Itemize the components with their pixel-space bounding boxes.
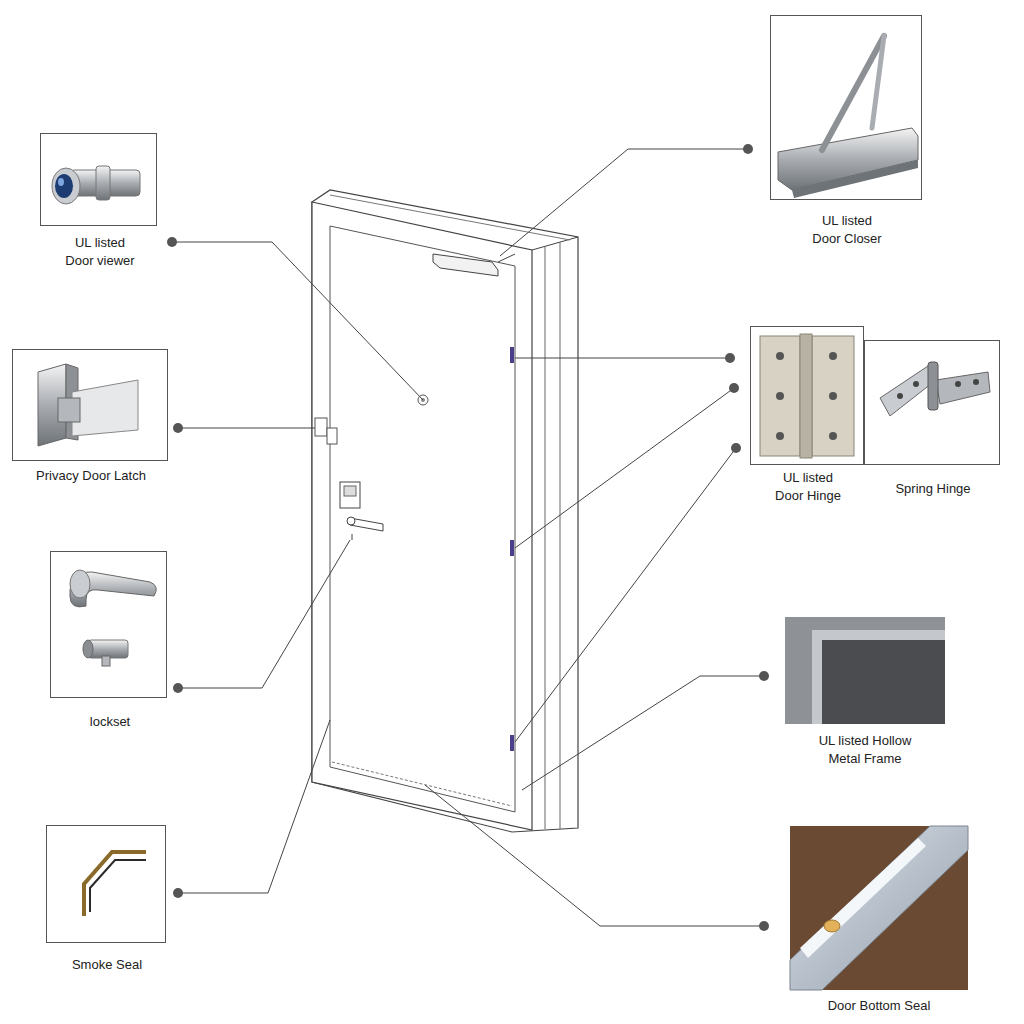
- frame-photo-profile: [785, 617, 945, 724]
- leader-line: [515, 388, 734, 548]
- part-callout: UL listed Hollow Metal Frame: [785, 617, 945, 724]
- privacy-latch: [327, 428, 337, 444]
- handle-rose: [347, 517, 355, 525]
- frame-photo-edge: [812, 630, 945, 724]
- key-cylinder: [352, 534, 353, 540]
- frame-edge: [532, 237, 578, 250]
- part-label: UL listed Hollow Metal Frame: [795, 732, 935, 768]
- screw-hole: [776, 432, 784, 440]
- latch-bar: [72, 380, 138, 436]
- part-callout: UL listed Door viewer: [40, 133, 157, 226]
- viewer-lens: [55, 174, 73, 198]
- viewer-flange: [52, 168, 80, 204]
- screw-hole: [776, 392, 784, 400]
- part-callout: Smoke Seal: [46, 825, 166, 943]
- spring-hinge-barrel: [928, 362, 938, 410]
- cylinder-cam: [102, 656, 110, 666]
- leader-dot: [725, 353, 735, 363]
- frame-edge: [330, 195, 570, 240]
- viewer-glint: [58, 178, 64, 186]
- door-leaf: [330, 226, 515, 812]
- hinge: [510, 540, 514, 556]
- leader-dot: [729, 383, 739, 393]
- screw-hole: [829, 392, 837, 400]
- screw-hole: [913, 381, 919, 387]
- leader-dot: [167, 237, 177, 247]
- part-callout: Privacy Door Latch: [12, 349, 168, 461]
- screw-hole: [829, 432, 837, 440]
- smoke-seal-profile: [84, 852, 146, 916]
- seal-profile-top: [800, 838, 926, 958]
- viewer-ring: [96, 166, 110, 200]
- leader-dot: [759, 671, 769, 681]
- part-label: UL listed Door Closer: [805, 212, 889, 248]
- part-label: Door Bottom Seal: [789, 997, 969, 1015]
- part-callout: UL listed Door Hinge: [750, 326, 864, 465]
- seal-profile: [790, 826, 968, 990]
- door-closer-body: [433, 254, 498, 276]
- leader-line: [425, 785, 764, 926]
- privacy-latch: [315, 418, 327, 436]
- leader-dot: [173, 423, 183, 433]
- part-label: Privacy Door Latch: [11, 467, 171, 485]
- leader-dot: [173, 683, 183, 693]
- frame-photo: [785, 617, 945, 724]
- part-label: lockset: [60, 713, 160, 731]
- hinge: [510, 735, 514, 751]
- frame-edge: [545, 246, 546, 829]
- seal-photo: [790, 826, 968, 990]
- hinge-knuckle: [800, 334, 812, 458]
- closer-arm-icon: [822, 36, 884, 150]
- part-label: UL listed Door viewer: [58, 234, 142, 270]
- leader-line: [515, 448, 736, 742]
- leader-line: [178, 540, 350, 688]
- leader-line: [500, 149, 748, 256]
- leader-dot: [173, 888, 183, 898]
- part-callout: Spring Hinge: [864, 340, 1000, 465]
- leader-dot: [731, 443, 741, 453]
- closer-arm-icon: [872, 36, 884, 128]
- part-callout: lockset: [50, 551, 167, 698]
- leader-line: [178, 428, 315, 429]
- bottom-seal-line: [332, 762, 512, 806]
- part-label: Smoke Seal: [57, 956, 157, 974]
- leader-dot: [759, 921, 769, 931]
- screw-hole: [829, 352, 837, 360]
- door-frame-face: [312, 202, 532, 830]
- keypad: [340, 482, 360, 508]
- latch-knuckle: [58, 398, 80, 422]
- lever-rose: [70, 570, 90, 598]
- part-label: Spring Hinge: [873, 480, 993, 498]
- frame-edge: [560, 242, 561, 829]
- leader-line: [515, 358, 730, 359]
- leader-dot: [743, 144, 753, 154]
- smoke-seal-profile: [90, 860, 146, 912]
- spring-hinge-leaf: [936, 372, 990, 404]
- leader-line: [522, 676, 764, 790]
- hinge-leaf: [760, 336, 800, 456]
- hinge-leaf: [812, 336, 854, 456]
- leader-line: [178, 720, 330, 893]
- screw-hole: [897, 393, 903, 399]
- keypad-screen: [344, 486, 356, 496]
- part-callout: Door Bottom Seal: [790, 826, 968, 990]
- cylinder-face: [83, 640, 93, 658]
- part-label: UL listed Door Hinge: [766, 469, 850, 505]
- screw-hole: [955, 381, 961, 387]
- door-frame-outline: [312, 190, 578, 832]
- lock-cylinder: [88, 640, 128, 658]
- part-callout: UL listed Door Closer: [770, 15, 922, 200]
- hinge: [510, 347, 514, 363]
- screw-hole: [973, 379, 979, 385]
- leader-line: [172, 242, 423, 400]
- screw-hole: [776, 352, 784, 360]
- closer-body-side: [792, 160, 918, 198]
- seal-adjuster: [824, 920, 840, 932]
